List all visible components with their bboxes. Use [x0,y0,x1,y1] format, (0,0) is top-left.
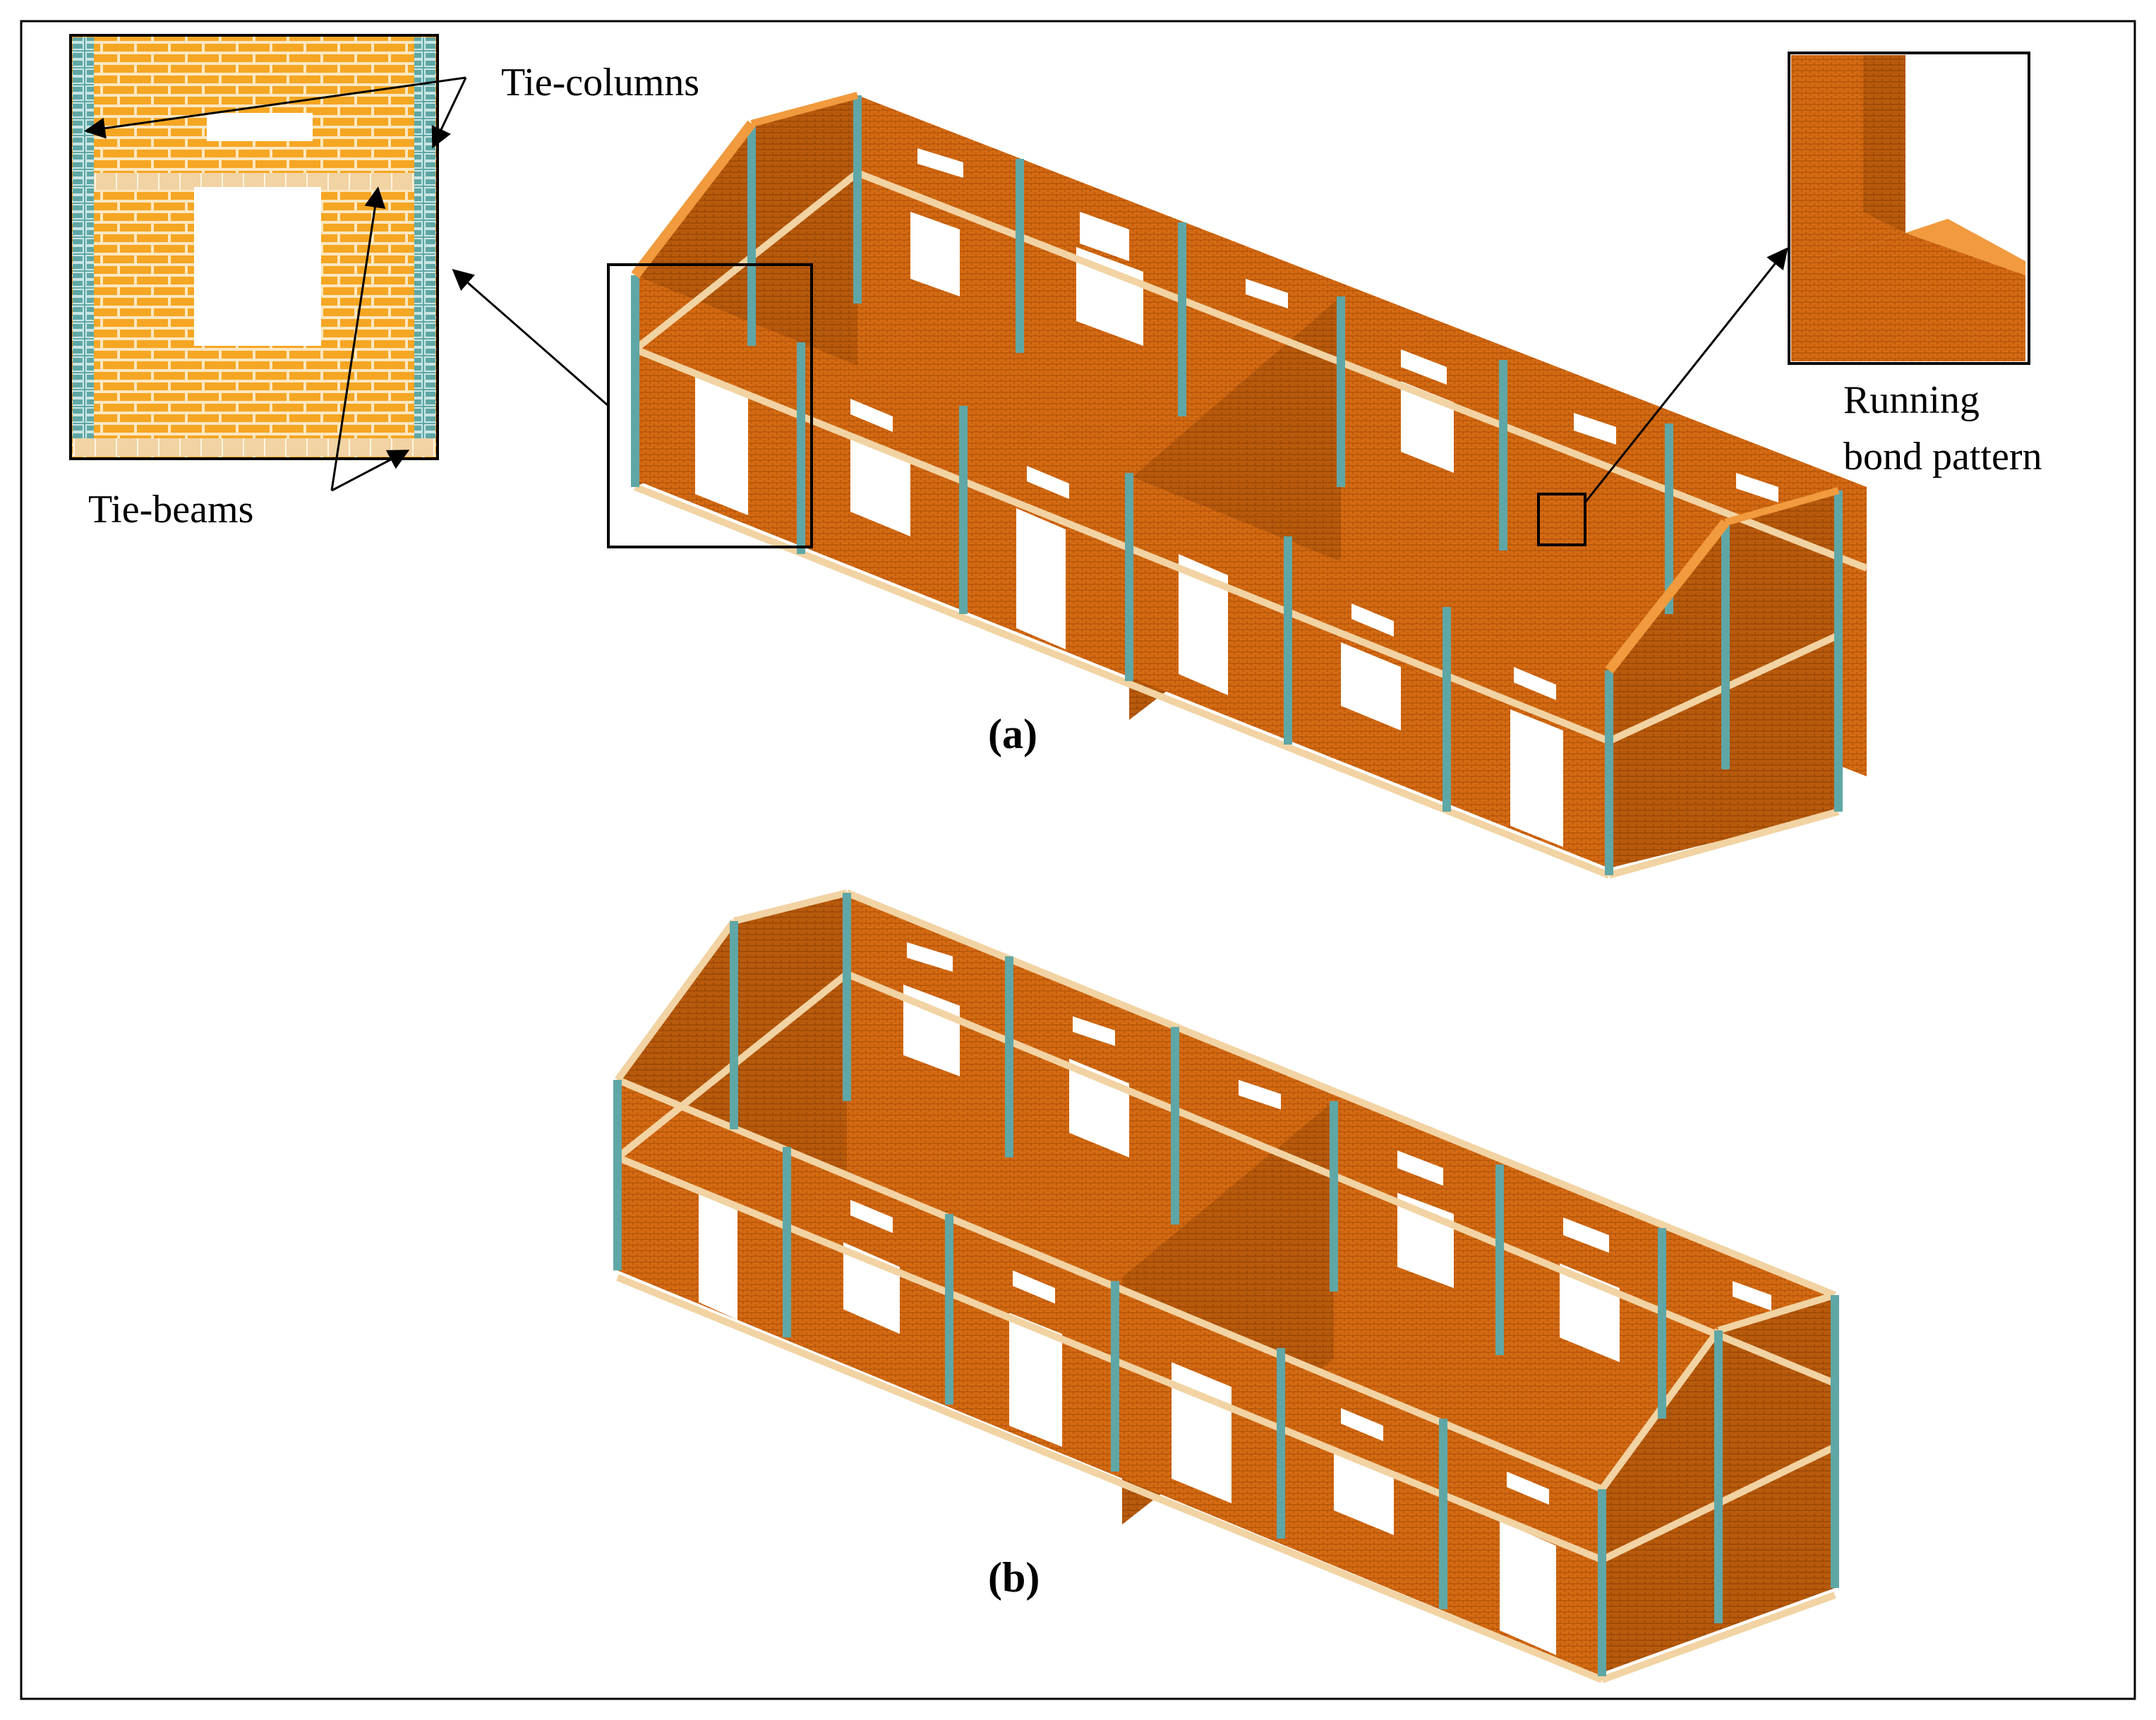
tie-beams-arrow-middle [330,186,386,491]
running-bond-label-line1: Running [1843,378,1980,422]
inset-tie-column-left [73,37,94,438]
zoom-box-bond [1537,493,1586,546]
zoom-arrow-bond [1584,247,1788,503]
inset-door-opening [194,187,321,346]
model-b-front-wall [618,1080,1602,1676]
tie-columns-label: Tie-columns [501,61,699,104]
tie-beams-arrow-bottom [331,450,410,492]
inset-tie-column-right [414,37,435,438]
tie-beams-label: Tie-beams [88,488,253,531]
building-model-a [631,92,1868,879]
inset-tie-beam-bottom [73,438,435,457]
inset-running-bond [1788,52,2030,365]
inset-wall-detail [69,34,439,460]
zoom-arrow-wall [452,269,609,407]
panel-a-label: (a) [988,711,1037,757]
panel-b-label: (b) [988,1554,1040,1601]
building-model-b [613,889,1839,1683]
figure-frame [20,20,2136,1700]
inset-window-opening [207,113,313,141]
model-b-back-wall [847,893,1835,1588]
tie-columns-arrow-right [431,77,467,149]
running-bond-label-line2: bond pattern [1843,435,2042,479]
tie-columns-arrow-left [84,76,466,139]
